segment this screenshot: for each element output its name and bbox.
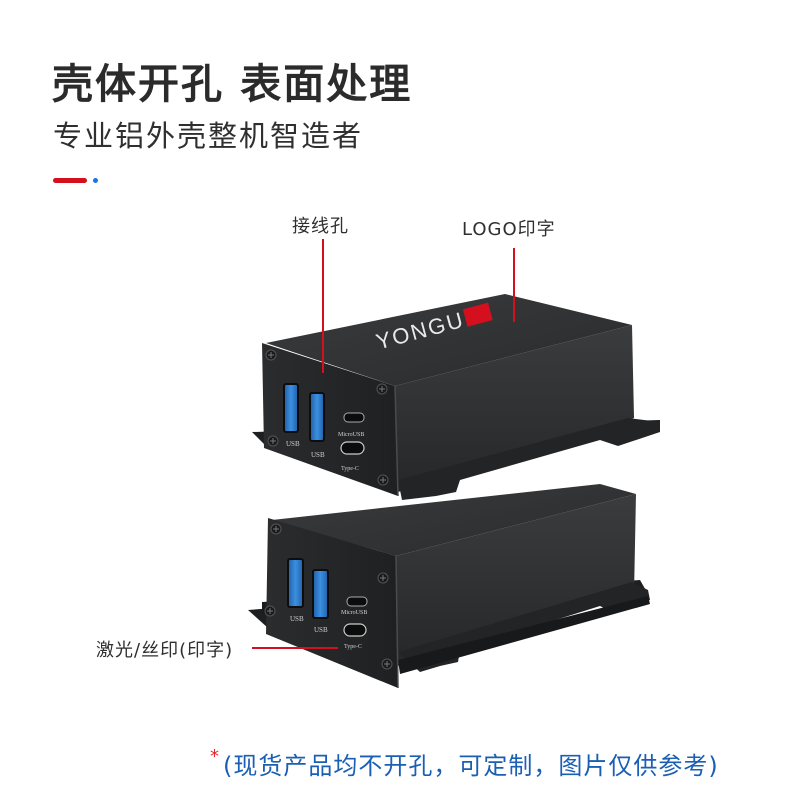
svg-text:USB: USB <box>311 451 325 459</box>
svg-text:USB: USB <box>286 440 300 448</box>
asterisk-icon: * <box>210 746 220 767</box>
svg-text:Type-C: Type-C <box>341 466 359 472</box>
logo-mark <box>462 302 493 327</box>
disclaimer-text: (现货产品均不开孔，可定制，图片仅供参考) <box>223 752 719 780</box>
svg-text:USB: USB <box>290 615 304 623</box>
svg-text:USB: USB <box>314 626 328 634</box>
disclaimer-note: *(现货产品均不开孔，可定制，图片仅供参考) <box>210 746 719 781</box>
svg-text:MicroUSB: MicroUSB <box>338 432 364 438</box>
svg-text:Type-C: Type-C <box>344 644 362 650</box>
device-bottom: USB USB MicroUSB Type-C <box>248 484 650 689</box>
callout-logo-print: LOGO印字 <box>462 219 556 240</box>
leader-line-laser <box>252 647 338 649</box>
callout-laser-silkscreen: 激光/丝印(印字) <box>96 640 234 661</box>
accent-dot <box>93 178 98 183</box>
accent-bar <box>53 178 87 183</box>
leader-line-logo <box>513 248 515 322</box>
page-title: 壳体开孔 表面处理 <box>52 60 413 108</box>
page-subtitle: 专业铝外壳整机智造者 <box>53 119 364 153</box>
device-top: YONGU USB USB MicroUSB <box>252 294 660 500</box>
callout-wiring-holes: 接线孔 <box>292 216 349 237</box>
leader-line-wiring-holes <box>322 239 324 373</box>
svg-text:MicroUSB: MicroUSB <box>341 610 367 616</box>
